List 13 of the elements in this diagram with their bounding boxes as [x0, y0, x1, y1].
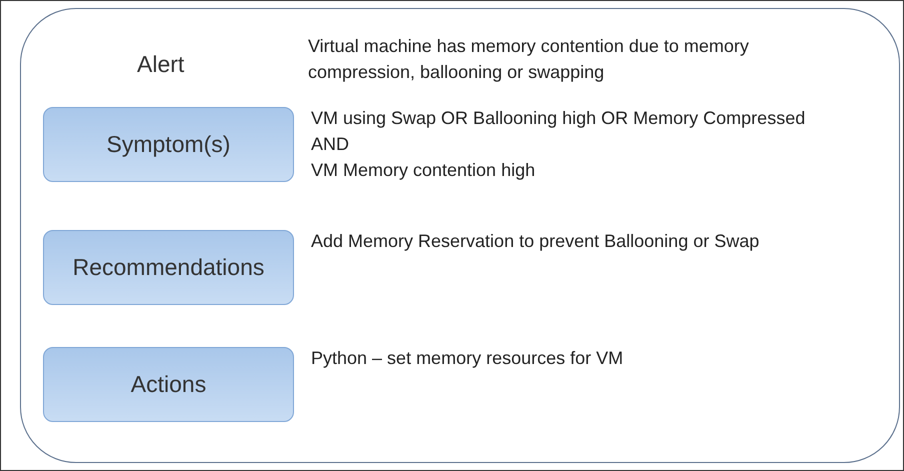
alert-heading: Alert — [137, 50, 184, 79]
description-text: Add Memory Reservation to prevent Ballooning or Swap — [311, 230, 760, 253]
description-text: VM using Swap OR Ballooning high OR Memory Compressed — [311, 107, 806, 130]
category-label: Recommendations — [72, 253, 264, 282]
category-box — [43, 107, 294, 182]
description-text: AND — [311, 133, 350, 156]
category-box — [43, 347, 294, 422]
description-text: Python – set memory resources for VM — [311, 347, 624, 370]
category-label: Actions — [130, 370, 206, 400]
alert-description: Virtual machine has memory contention due to memory compression, ballooning or swapping — [308, 35, 750, 84]
description-text: VM Memory contention high — [311, 159, 536, 182]
category-box — [43, 230, 294, 305]
category-label: Symptom(s) — [106, 130, 230, 160]
